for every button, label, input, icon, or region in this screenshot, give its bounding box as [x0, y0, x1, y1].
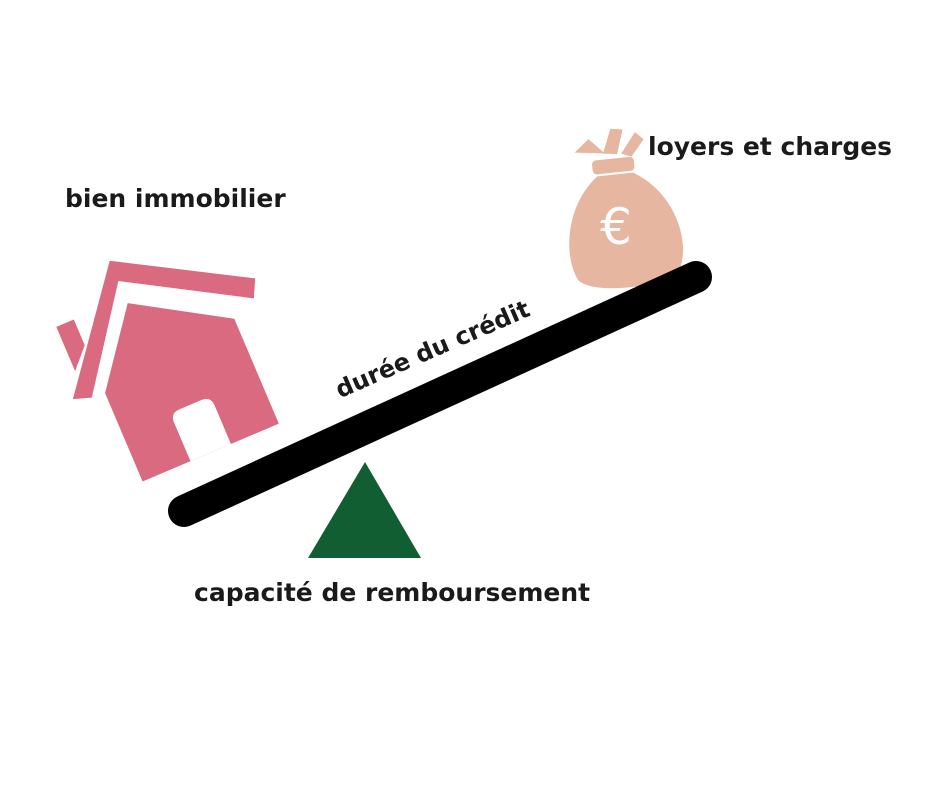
label-rent-and-charges: loyers et charges — [648, 132, 893, 161]
house-icon — [56, 260, 279, 482]
label-repayment-capacity: capacité de remboursement — [194, 578, 591, 607]
balance-beam — [168, 261, 712, 527]
euro-icon: € — [600, 198, 632, 256]
label-property: bien immobilier — [65, 184, 286, 213]
money-bag-icon — [569, 128, 683, 289]
triangle-fulcrum-icon — [308, 462, 421, 558]
